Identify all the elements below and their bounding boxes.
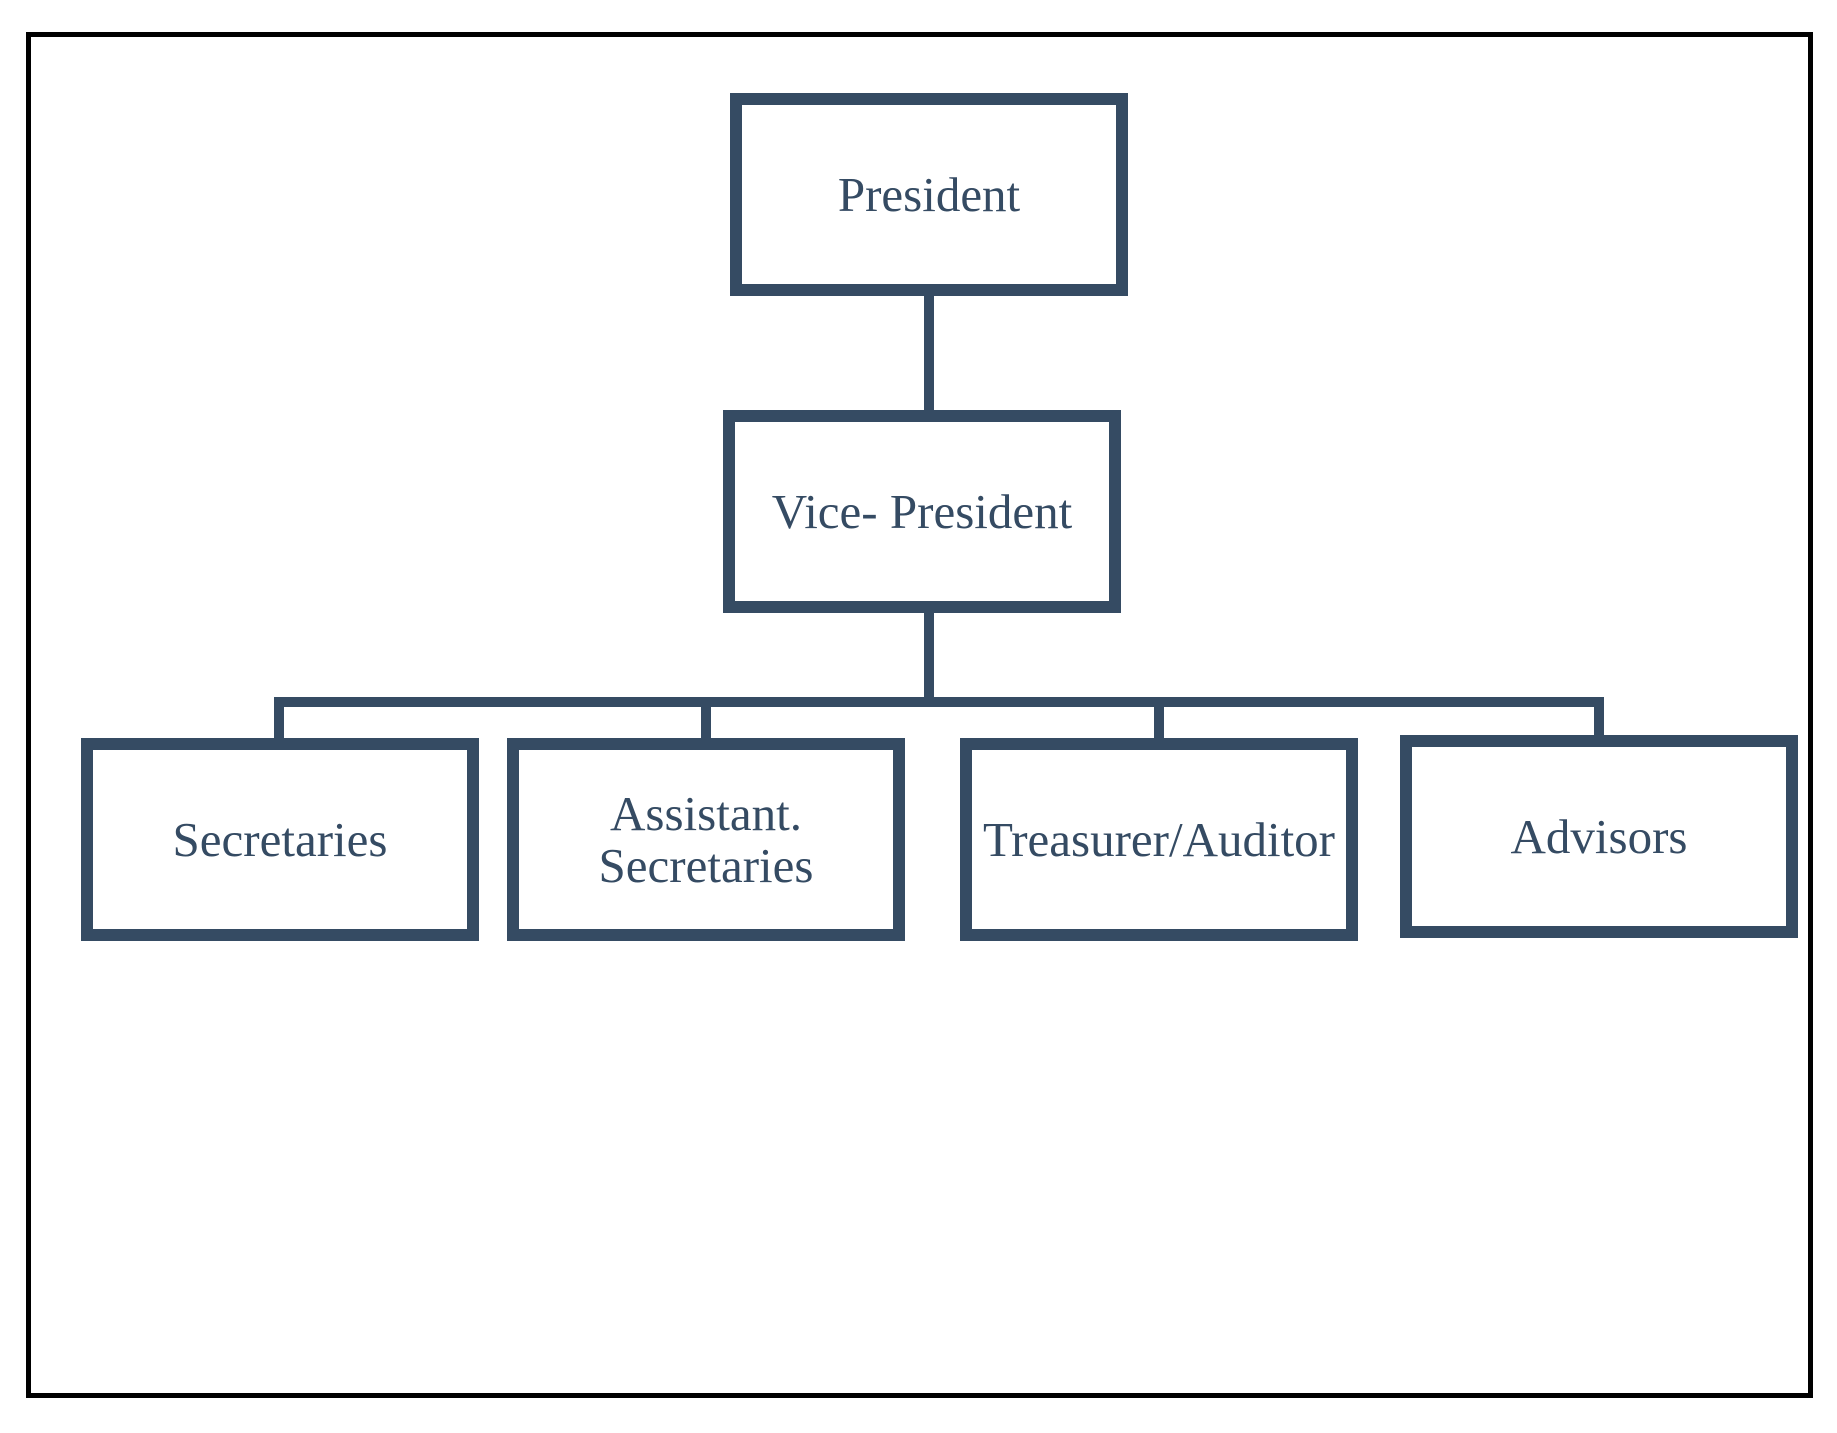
president-label: President: [837, 166, 1021, 222]
assistant-secretaries-label-line1: Assistant.: [610, 786, 802, 842]
assistant-secretaries-label-line2: Secretaries: [598, 837, 814, 893]
treasurer-auditor-label: Treasurer/Auditor: [982, 811, 1336, 867]
vice-president-box: Vice- President: [723, 410, 1121, 613]
diagram-frame: [26, 32, 1813, 1398]
secretaries-label: Secretaries: [172, 811, 388, 867]
president-box: President: [730, 93, 1128, 296]
assistant-secretaries-box: Assistant. Secretaries: [507, 738, 905, 941]
treasurer-auditor-box: Treasurer/Auditor: [960, 738, 1358, 941]
vice-president-label: Vice- President: [771, 483, 1073, 539]
advisors-label: Advisors: [1510, 808, 1688, 864]
secretaries-box: Secretaries: [81, 738, 479, 941]
advisors-box: Advisors: [1400, 735, 1798, 938]
